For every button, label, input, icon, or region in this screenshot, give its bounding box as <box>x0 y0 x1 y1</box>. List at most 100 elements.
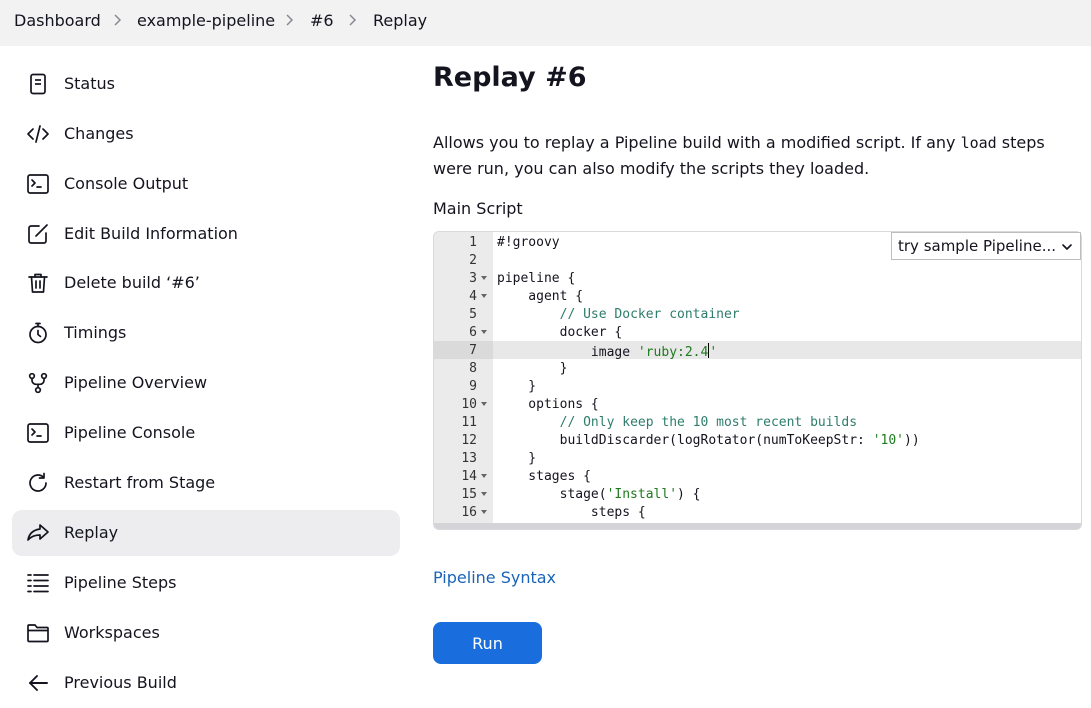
terminal-icon <box>26 421 50 445</box>
sidebar-item-workspaces[interactable]: Workspaces <box>12 610 400 656</box>
fold-toggle-icon[interactable] <box>481 294 487 298</box>
document-icon <box>26 72 50 96</box>
sample-pipeline-select-value: try sample Pipeline... <box>898 237 1056 255</box>
code-cell[interactable]: options { <box>493 395 1081 413</box>
line-number: 9 <box>469 379 477 394</box>
code-line[interactable]: 11 // Only keep the 10 most recent build… <box>434 413 1081 431</box>
code-cell[interactable]: agent { <box>493 287 1081 305</box>
arrow-left-icon <box>26 671 50 695</box>
code-cell[interactable]: } <box>493 359 1081 377</box>
code-text: docker { <box>497 325 622 340</box>
line-number-cell: 9 <box>434 377 493 395</box>
breadcrumb-dashboard[interactable]: Dashboard <box>14 11 101 30</box>
code-line[interactable]: 8 } <box>434 359 1081 377</box>
code-line[interactable]: 4 agent { <box>434 287 1081 305</box>
line-number: 7 <box>469 343 477 358</box>
code-text: pipeline { <box>497 271 575 286</box>
script-editor[interactable]: 1#!groovy23pipeline {4 agent {5 // Use D… <box>433 231 1082 530</box>
sidebar-item-delete-build[interactable]: Delete build ‘#6’ <box>12 260 400 306</box>
code-line[interactable]: 3 pipeline { <box>434 269 1081 287</box>
sidebar-item-timings[interactable]: Timings <box>12 310 400 356</box>
sidebar-item-restart-from-stage[interactable]: Restart from Stage <box>12 460 400 506</box>
code-cell[interactable]: stages { <box>493 467 1081 485</box>
sidebar-item-label: Restart from Stage <box>64 473 215 492</box>
line-number: 3 <box>469 271 477 286</box>
code-text: } <box>497 379 536 394</box>
fold-toggle-icon[interactable] <box>481 492 487 496</box>
line-number-cell: 5 <box>434 305 493 323</box>
code-cell[interactable]: } <box>493 377 1081 395</box>
code-line[interactable]: 5 // Use Docker container <box>434 305 1081 323</box>
code-cell[interactable]: pipeline { <box>493 269 1081 287</box>
line-number: 14 <box>461 469 477 484</box>
fold-toggle-icon[interactable] <box>481 474 487 478</box>
code-cell[interactable]: buildDiscarder(logRotator(numToKeepStr: … <box>493 431 1081 449</box>
line-number-cell: 1 <box>434 233 493 251</box>
sidebar-item-pipeline-overview[interactable]: Pipeline Overview <box>12 360 400 406</box>
code-text: buildDiscarder(logRotator(numToKeepStr: … <box>497 433 920 448</box>
code-line[interactable]: 15 stage('Install') { <box>434 485 1081 503</box>
line-number-cell: 7 <box>434 341 493 359</box>
code-line[interactable]: 10 options { <box>434 395 1081 413</box>
code-line[interactable]: 14 stages { <box>434 467 1081 485</box>
code-cell[interactable]: docker { <box>493 323 1081 341</box>
code-line[interactable]: 9 } <box>434 377 1081 395</box>
code-cell[interactable]: stage('Install') { <box>493 485 1081 503</box>
code-cell[interactable]: // Use Docker container <box>493 305 1081 323</box>
sidebar-item-console-output[interactable]: Console Output <box>12 161 400 207</box>
fold-toggle-icon[interactable] <box>481 330 487 334</box>
pipeline-syntax-link[interactable]: Pipeline Syntax <box>433 568 556 587</box>
line-number: 8 <box>469 361 477 376</box>
code-line[interactable]: 13 } <box>434 449 1081 467</box>
fold-toggle-icon[interactable] <box>481 276 487 280</box>
line-number: 4 <box>469 289 477 304</box>
sidebar-item-edit-build-information[interactable]: Edit Build Information <box>12 211 400 257</box>
editor-scrollbar[interactable] <box>434 523 1081 529</box>
code-text: options { <box>497 397 599 412</box>
fold-toggle-icon[interactable] <box>481 402 487 406</box>
line-number: 13 <box>461 451 477 466</box>
sidebar-item-label: Previous Build <box>64 673 177 692</box>
replay-icon <box>26 521 50 545</box>
sidebar-item-replay[interactable]: Replay <box>12 510 400 556</box>
sidebar-item-changes[interactable]: Changes <box>12 111 400 157</box>
code-cell[interactable]: } <box>493 449 1081 467</box>
chevron-right-icon <box>281 12 297 28</box>
code-cell[interactable]: steps { <box>493 503 1081 521</box>
breadcrumb-replay[interactable]: Replay <box>373 11 427 30</box>
main-script-label: Main Script <box>433 199 523 218</box>
line-number: 2 <box>469 253 477 268</box>
line-number: 6 <box>469 325 477 340</box>
run-button[interactable]: Run <box>433 622 542 664</box>
chevron-down-icon <box>1061 241 1073 253</box>
code-line[interactable]: 6 docker { <box>434 323 1081 341</box>
sidebar-item-label: Delete build ‘#6’ <box>64 273 200 292</box>
line-number-cell: 6 <box>434 323 493 341</box>
sidebar-item-status[interactable]: Status <box>12 61 400 107</box>
code-line[interactable]: 12 buildDiscarder(logRotator(numToKeepSt… <box>434 431 1081 449</box>
page-title: Replay #6 <box>433 62 586 93</box>
code-line[interactable]: 16 steps { <box>434 503 1081 521</box>
code-text: agent { <box>497 289 583 304</box>
line-number-cell: 12 <box>434 431 493 449</box>
code-text: // Use Docker container <box>497 307 740 322</box>
line-number: 10 <box>461 397 477 412</box>
edit-icon <box>26 222 50 246</box>
code-text: } <box>497 451 536 466</box>
sample-pipeline-select[interactable]: try sample Pipeline... <box>891 232 1081 260</box>
code-cell[interactable]: // Only keep the 10 most recent builds <box>493 413 1081 431</box>
sidebar-item-pipeline-console[interactable]: Pipeline Console <box>12 410 400 456</box>
sidebar-item-label: Status <box>64 74 115 93</box>
code-text: image 'ruby:2.4' <box>497 343 717 360</box>
line-number: 11 <box>461 415 477 430</box>
code-cell[interactable]: image 'ruby:2.4' <box>493 341 1081 359</box>
breadcrumb-pipeline[interactable]: example-pipeline <box>137 11 275 30</box>
sidebar-item-label: Console Output <box>64 174 188 193</box>
fold-toggle-icon[interactable] <box>481 510 487 514</box>
sidebar-item-pipeline-steps[interactable]: Pipeline Steps <box>12 560 400 606</box>
sidebar-item-previous-build[interactable]: Previous Build <box>12 660 400 706</box>
stopwatch-icon <box>26 321 50 345</box>
code-line[interactable]: 7 image 'ruby:2.4' <box>434 341 1081 359</box>
breadcrumb-build[interactable]: #6 <box>310 11 334 30</box>
line-number: 15 <box>461 487 477 502</box>
